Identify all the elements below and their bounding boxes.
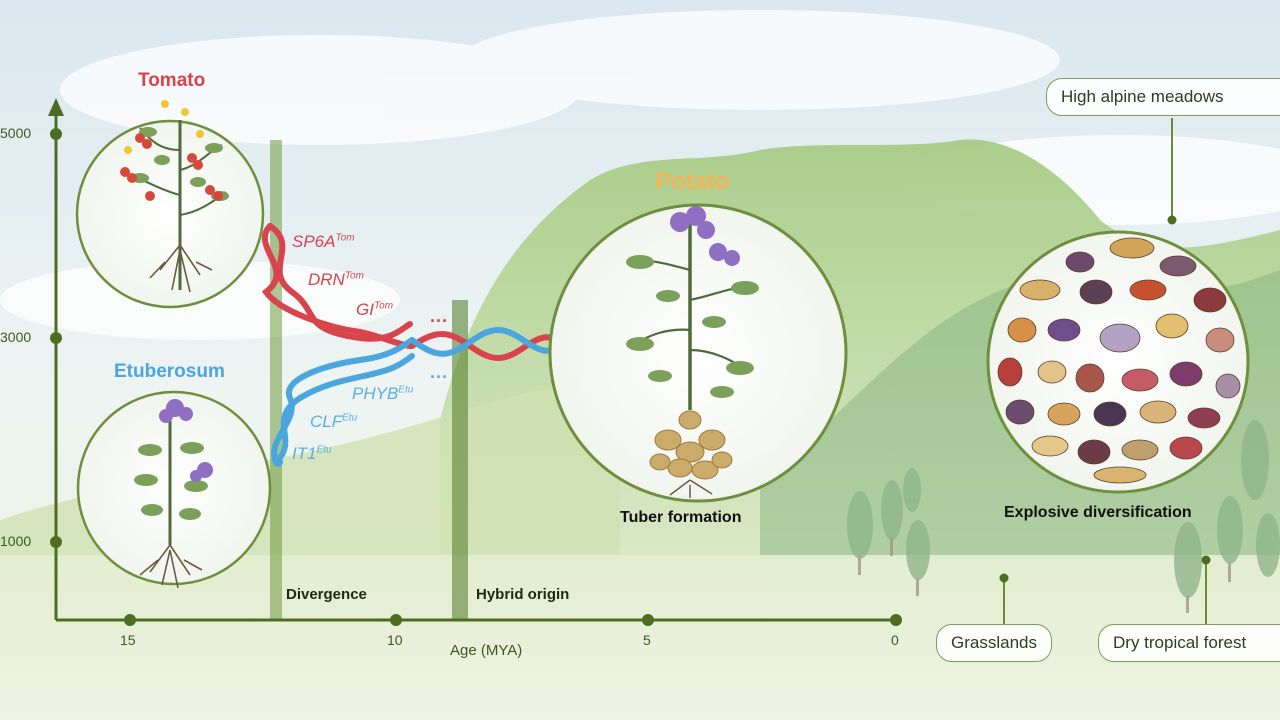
gene-label-phyb: PHYBEtu (352, 384, 414, 403)
habitat-grasslands: Grasslands (936, 624, 1052, 662)
dry-forest-marker (1201, 555, 1211, 565)
potato-title: Potato (655, 168, 730, 195)
y-tick-label-1000: 1000 (0, 533, 32, 549)
etuberosum-helix-end (273, 457, 283, 467)
grasslands-marker (999, 573, 1009, 583)
divergence-bar (270, 140, 282, 620)
x-tick-label-5: 5 (643, 632, 651, 648)
etuberosum-helix (271, 337, 415, 465)
hybrid-origin-bar (452, 300, 468, 620)
x-tick-10 (390, 614, 402, 626)
x-axis-label: Age (MYA) (450, 642, 523, 659)
y-axis-arrow (48, 98, 64, 116)
y-tick-label-5000: 5000 (0, 125, 32, 141)
y-tick-1000 (50, 536, 62, 548)
x-tick-label-15: 15 (120, 632, 136, 648)
gene-label-it1: IT1Etu (292, 444, 332, 463)
etuberosum-title: Etuberosum (114, 361, 225, 382)
gene-label-sp6a: SP6ATom (292, 232, 355, 251)
x-tick-15 (124, 614, 136, 626)
tuber-formation-caption: Tuber formation (620, 509, 742, 526)
gene-label-gi: GITom (356, 300, 394, 319)
x-tick-0 (890, 614, 902, 626)
explosive-diversification-caption: Explosive diversification (1004, 504, 1192, 521)
tree-group (847, 420, 1280, 613)
potato-plant-circle (548, 203, 848, 503)
tomato-title: Tomato (138, 70, 206, 91)
habitat-dry-tropical-forest: Dry tropical forest (1098, 624, 1280, 662)
gene-label-drn: DRNTom (308, 270, 364, 289)
alpine-marker (1167, 215, 1177, 225)
etuberosum-plant-circle (76, 390, 272, 589)
etuberosum-plant-icon (134, 399, 213, 589)
etuberosum-gene-ellipsis: ... (430, 362, 449, 382)
diversification-circle (986, 230, 1250, 494)
x-tick-label-0: 0 (891, 632, 899, 648)
y-tick-label-3000: 3000 (0, 329, 32, 345)
tuber-variety-icons (997, 237, 1241, 484)
y-tick-5000 (50, 128, 62, 140)
potato-plant-icon (626, 206, 759, 498)
x-tick-label-10: 10 (387, 632, 403, 648)
ground (0, 555, 1280, 720)
tomato-plant-icon (120, 100, 229, 293)
gene-label-clf: CLFEtu (310, 412, 358, 431)
clouds (0, 10, 1280, 340)
potato-hybrid-helix (409, 327, 553, 361)
tomato-plant-circle (75, 100, 265, 309)
tomato-gene-ellipsis: ... (430, 306, 449, 326)
x-tick-5 (642, 614, 654, 626)
hybrid-origin-label: Hybrid origin (476, 586, 570, 603)
habitat-high-alpine-meadows: High alpine meadows (1046, 78, 1280, 116)
y-tick-3000 (50, 332, 62, 344)
tomato-helix (261, 223, 413, 349)
divergence-label: Divergence (286, 586, 367, 603)
